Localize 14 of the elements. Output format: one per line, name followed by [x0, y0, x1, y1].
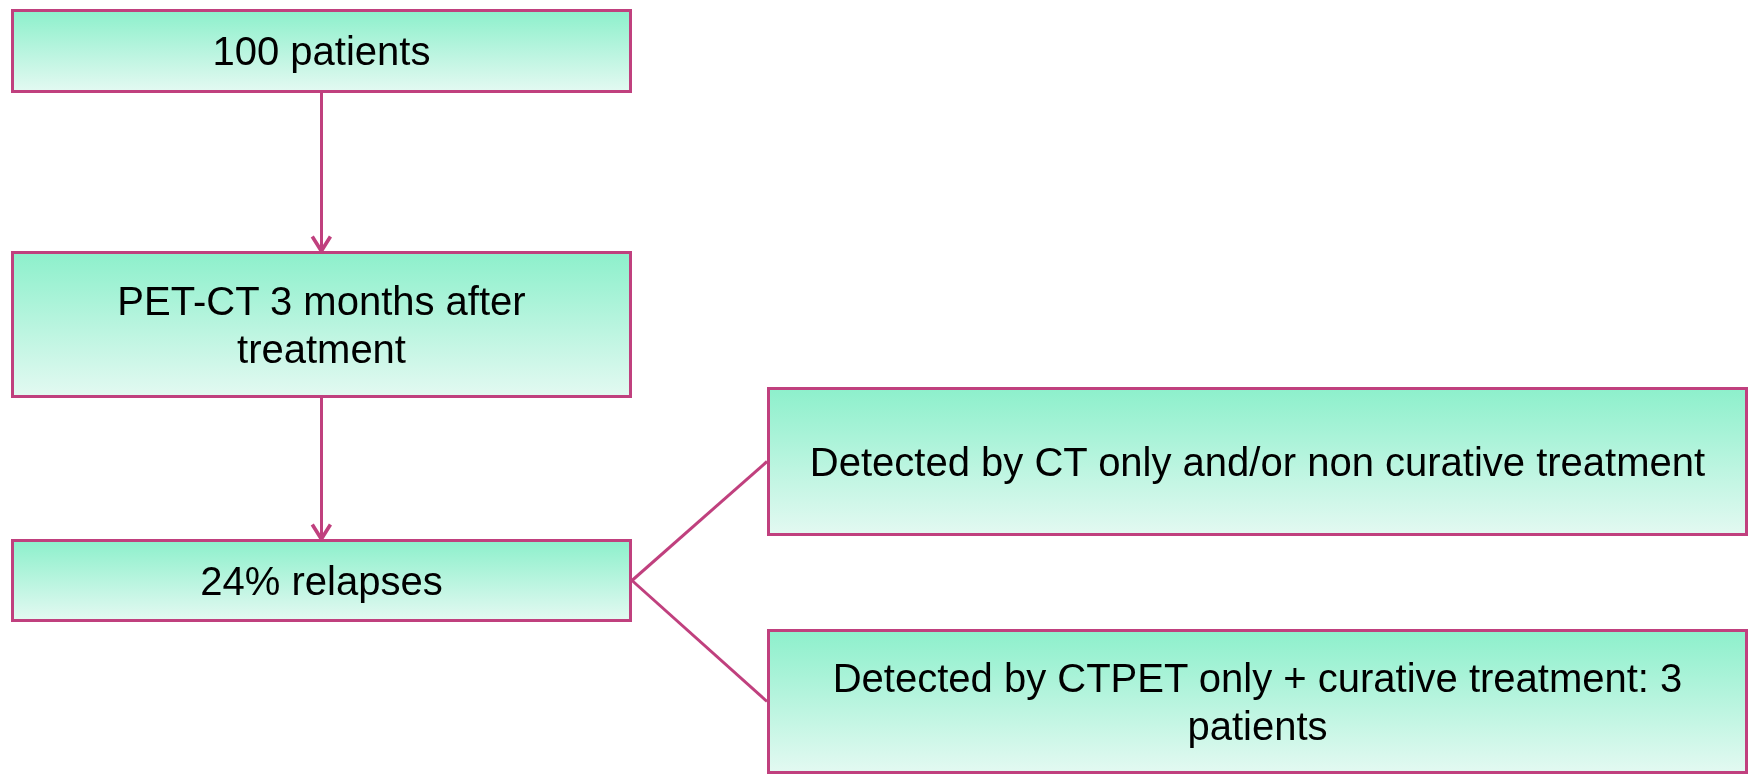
- connector-line: [631, 579, 768, 703]
- connector-line: [631, 460, 768, 582]
- box-label: PET-CT 3 months after treatment: [116, 277, 527, 373]
- process-box: [11, 539, 632, 622]
- box-label: 24% relapses: [200, 557, 443, 605]
- arrow: [311, 398, 332, 540]
- box-label: 100 patients: [212, 28, 431, 75]
- process-box: [767, 387, 1748, 536]
- arrow: [311, 93, 332, 252]
- box-label: Detected by CTPET only + curative treatment: 3 patients: [831, 654, 1684, 750]
- process-box: [767, 629, 1748, 774]
- process-box: [11, 251, 632, 398]
- box-label: Detected by CT only and/or non curative treatment: [809, 438, 1706, 486]
- process-box: [11, 9, 632, 93]
